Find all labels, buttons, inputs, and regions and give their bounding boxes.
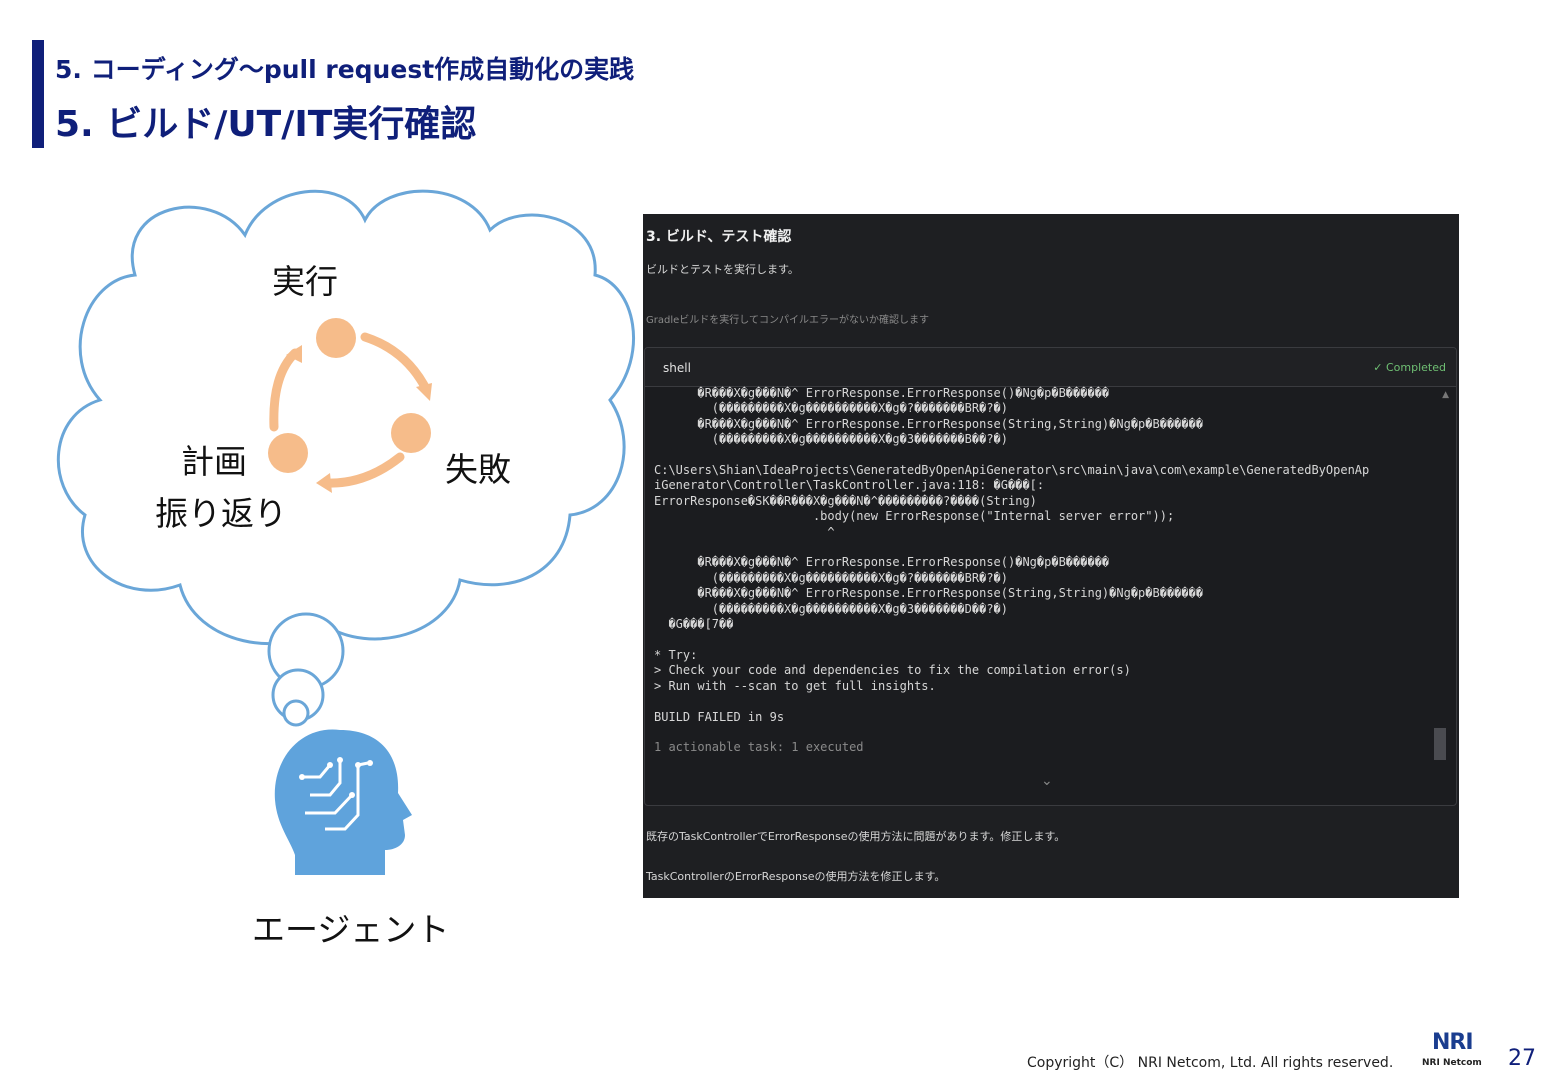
shell-output-line: �G���[7��: [654, 617, 734, 632]
cycle-label-reflect: 振り返り: [155, 494, 287, 533]
shell-output-line: BUILD FAILED in 9s: [654, 709, 785, 724]
copyright-text: Copyright（C） NRI Netcom, Ltd. All rights…: [1027, 1055, 1394, 1071]
panel-footer-line-2: TaskControllerのErrorResponseの使用方法を修正します。: [646, 870, 946, 883]
agent-chat-panel: 3. ビルド、テスト確認 ビルドとテストを実行します。 Gradleビルドを実行…: [643, 214, 1459, 898]
cycle-arrows: [268, 318, 432, 493]
cloud-thought-bubble: [56, 189, 635, 646]
shell-output-line: [654, 725, 1444, 740]
shell-output-line: �R���X�g���N�^ ErrorResponse.ErrorRespon…: [654, 586, 1204, 601]
shell-output-line: (���������X�g����������X�g�?�������BR�?�…: [654, 401, 1009, 416]
panel-note: Gradleビルドを実行してコンパイルエラーがないか確認します: [646, 315, 929, 326]
shell-output-text[interactable]: �R���X�g���N�^ ErrorResponse.ErrorRespon…: [654, 386, 1444, 796]
logo-mark: NRI: [1432, 1030, 1474, 1055]
shell-output-line: �R���X�g���N�^ ErrorResponse.ErrorRespon…: [654, 555, 1110, 570]
page-title: 5. ビルド/UT/IT実行確認: [55, 104, 477, 145]
panel-heading: 3. ビルド、テスト確認: [646, 229, 792, 245]
shell-output-line: (���������X�g����������X�g�3�������B��?�…: [654, 432, 1009, 447]
nri-netcom-logo: NRI NRI Netcom: [1422, 1030, 1486, 1072]
page-subtitle: 5. コーディング〜pull request作成自動化の実践: [55, 55, 635, 84]
completed-status-badge: ✓ Completed: [1373, 361, 1446, 374]
panel-footer-line-1: 既存のTaskControllerでErrorResponseの使用方法に問題が…: [646, 830, 1066, 843]
shell-output-line: > Run with --scan to get full insights.: [654, 678, 936, 693]
scroll-up-icon[interactable]: ▲: [1442, 390, 1449, 400]
shell-output-line: [654, 448, 1444, 463]
shell-header: shell ✓ Completed: [645, 348, 1456, 387]
brain-head-icon: [274, 729, 412, 875]
shell-output-line: ^: [654, 524, 835, 539]
shell-output-line: * Try:: [654, 647, 698, 662]
chevron-down-icon[interactable]: ⌄: [1041, 773, 1053, 789]
shell-output-line: (���������X�g����������X�g�3�������D��?�…: [654, 601, 1009, 616]
cycle-node-left: [268, 433, 308, 473]
page-number: 27: [1508, 1046, 1536, 1071]
shell-output-line: [654, 540, 1444, 555]
thought-cloud-diagram: [56, 189, 635, 875]
shell-output-line: �R���X�g���N�^ ErrorResponse.ErrorRespon…: [654, 386, 1110, 400]
panel-text: ビルドとテストを実行します。: [646, 263, 799, 276]
cycle-label-plan: 計画: [181, 442, 247, 481]
cycle-label-execute: 実行: [272, 262, 338, 301]
logo-text: NRI Netcom: [1422, 1058, 1482, 1068]
shell-output-line: 1 actionable task: 1 executed: [654, 740, 864, 755]
shell-output-line: iGenerator\Controller\TaskController.jav…: [654, 478, 1045, 493]
shell-output-line: > Check your code and dependencies to fi…: [654, 663, 1131, 678]
shell-name: shell: [663, 361, 691, 375]
shell-output-line: [654, 694, 1444, 709]
shell-output-line: [654, 633, 1444, 648]
shell-output-line: �R���X�g���N�^ ErrorResponse.ErrorRespon…: [654, 416, 1204, 431]
cycle-label-fail: 失敗: [445, 450, 511, 489]
thought-bubble-small: [282, 699, 310, 727]
shell-output-line: ErrorResponse�SK��R���X�g���N�^���������…: [654, 493, 1037, 508]
shell-output-line: (���������X�g����������X�g�?�������BR�?�…: [654, 570, 1009, 585]
cycle-node-top: [316, 318, 356, 358]
scrollbar-thumb[interactable]: [1434, 728, 1446, 760]
agent-label: エージェント: [252, 910, 450, 949]
shell-output-block[interactable]: shell ✓ Completed �R���X�g���N�^ ErrorRe…: [644, 347, 1457, 806]
shell-output-line: C:\Users\Shian\IdeaProjects\GeneratedByO…: [654, 463, 1370, 478]
cycle-node-right: [391, 413, 431, 453]
shell-output-line: .body(new ErrorResponse("Internal server…: [654, 509, 1175, 524]
title-accent-bar: [32, 40, 44, 148]
